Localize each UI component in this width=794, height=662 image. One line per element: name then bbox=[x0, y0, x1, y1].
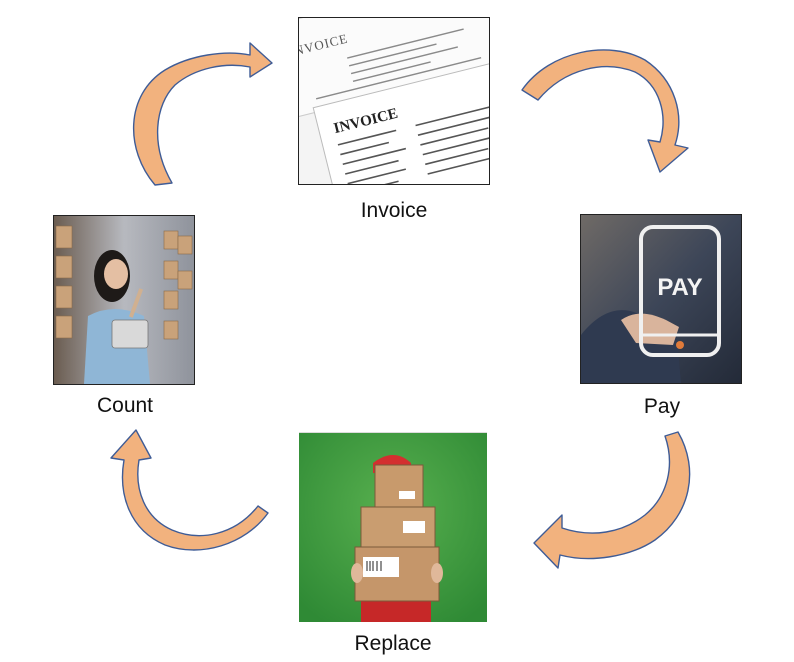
pay-screen-text: PAY bbox=[657, 274, 702, 301]
step-label-pay: Pay bbox=[643, 395, 681, 418]
arrow-invoice-to-pay bbox=[521, 49, 689, 173]
arrow-pay-to-replace bbox=[533, 431, 691, 569]
replace-image bbox=[299, 432, 487, 622]
arrow-count-to-invoice bbox=[132, 42, 273, 186]
arrow-replace-to-count bbox=[110, 429, 269, 551]
step-label-count: Count bbox=[96, 394, 154, 417]
count-image bbox=[53, 215, 195, 385]
step-label-replace: Replace bbox=[354, 632, 432, 655]
pay-image: PAY bbox=[580, 214, 742, 384]
invoice-image: INVOICE INVOICE bbox=[298, 17, 490, 185]
step-label-invoice: Invoice bbox=[360, 199, 428, 222]
